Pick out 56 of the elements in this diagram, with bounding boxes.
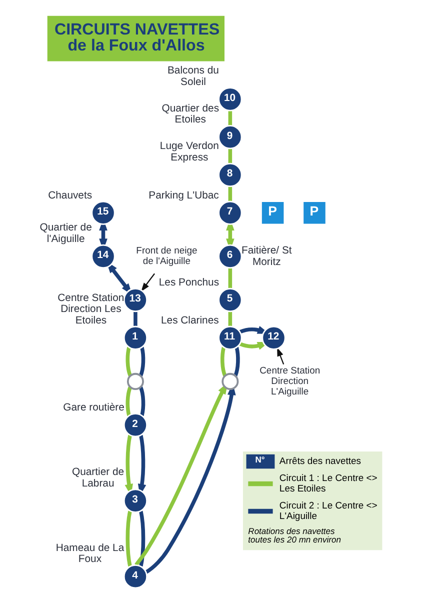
connector [138,510,145,566]
node-box: P [303,202,325,224]
node-circle: 3 [122,488,148,513]
connector [228,312,232,326]
node-circle: 8 [218,162,242,188]
node-label: Chauvets [48,190,92,202]
node-circle [126,372,144,390]
node-circle [221,372,238,390]
connector [133,312,137,326]
node-circle: 1 [122,326,148,350]
node-label: Les Clarines [160,315,218,326]
node-label: Les Ponchus [158,278,219,289]
connector [125,510,132,566]
node-circle: 13 [122,288,148,312]
node-label: Quartier de Labrau [72,467,124,490]
node-circle: 11 [218,326,242,350]
node-text: Front de neige de l'Aiguille [136,246,197,268]
connector [125,346,132,376]
node-label: Quartier des Etoiles [161,103,219,126]
node-circle: 12 [261,326,286,350]
node-label: Faitière/ St Moritz [240,245,292,268]
node-label: Gare routière [62,402,124,414]
node-label: Centre Station Direction Les Etoiles [57,292,124,326]
node-circle: 9 [218,125,242,150]
diagram-title: CIRCUITS NAVETTES de la Foux d'Allos [54,20,220,54]
label: N° [254,454,264,465]
connector [228,110,232,126]
legend-label: Arrêts des navettes [278,456,361,467]
node-circle: 6 [218,244,242,268]
node-label: Balcons du Soleil [166,65,218,88]
label: Rotations des navettes toutes les 20 mn environ [248,526,340,545]
node-circle: 2 [122,412,148,438]
arrow [276,347,284,365]
node-label: Parking L'Ubac [148,190,218,202]
legend-label: Circuit 1 : Le Centre <> Les Etoiles [278,472,377,494]
legend-label: Circuit 2 : Le Centre <> L'Aiguille [278,500,377,522]
connector [138,386,145,416]
connector [220,346,226,376]
connector [228,268,232,288]
connector [125,386,132,416]
arrow [140,273,154,292]
node-label: Hameau de La Foux [55,542,124,566]
node-circle: 4 [122,564,148,589]
node-circle: 5 [218,288,242,312]
node-text: Centre Station Direction L'Aiguille [259,365,320,398]
node-box: P [261,202,284,224]
connector [138,346,145,376]
node-circle: 7 [218,200,242,225]
node-label: Luge Verdon Express [159,141,218,164]
node-circle: 14 [90,244,115,268]
node-circle: 15 [90,200,115,225]
node-circle: 10 [218,87,242,112]
connector [233,346,240,376]
connector [228,148,232,164]
connector [228,186,232,202]
node-label: Quartier de l'Aiguille [39,222,92,246]
